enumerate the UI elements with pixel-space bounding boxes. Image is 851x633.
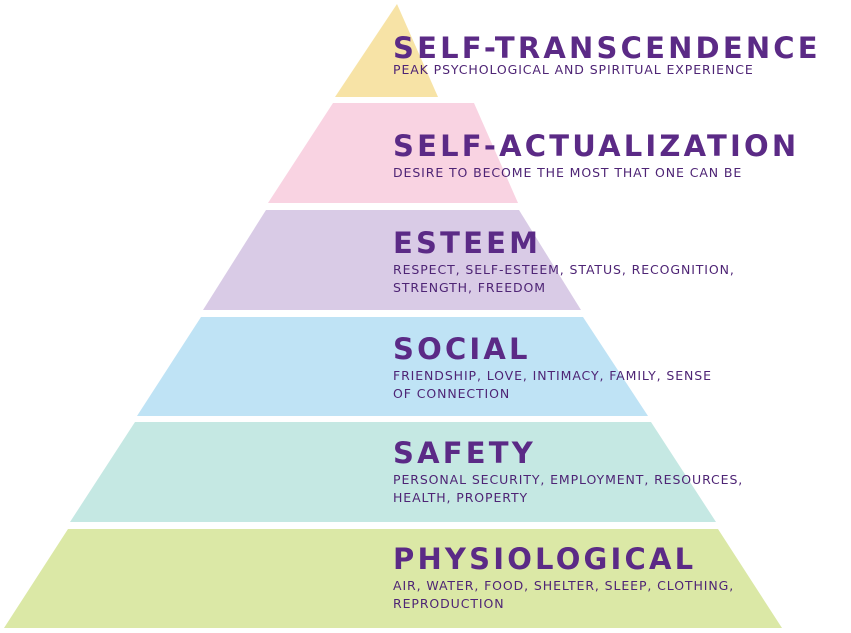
tier-description-line: AIR, WATER, FOOD, SHELTER, SLEEP, CLOTHI… (393, 578, 735, 593)
tier-description-line: FRIENDSHIP, LOVE, INTIMACY, FAMILY, SENS… (393, 368, 712, 383)
tier-band-self-transcendence (335, 4, 438, 97)
tier-self-transcendence: SELF-TRANSCENDENCE PEAK PSYCHOLOGICAL AN… (393, 33, 821, 80)
tier-description-line: STRENGTH, FREEDOM (393, 280, 546, 295)
tier-title: SAFETY (393, 436, 536, 470)
tier-description-line: DESIRE TO BECOME THE MOST THAT ONE CAN B… (393, 165, 743, 180)
tier-title: SOCIAL (393, 332, 531, 366)
tier-safety: SAFETY PERSONAL SECURITY, EMPLOYMENT, RE… (393, 438, 743, 508)
tier-description-line: RESPECT, SELF-ESTEEM, STATUS, RECOGNITIO… (393, 262, 735, 277)
tier-band-social (137, 317, 648, 416)
tier-band-self-actualization (268, 103, 518, 203)
tier-self-actualization: SELF-ACTUALIZATION DESIRE TO BECOME THE … (393, 131, 799, 183)
tier-band-esteem (203, 210, 581, 310)
tier-social: SOCIAL FRIENDSHIP, LOVE, INTIMACY, FAMIL… (393, 334, 712, 404)
tier-description-line: OF CONNECTION (393, 386, 511, 401)
tier-description-line: HEALTH, PROPERTY (393, 490, 529, 505)
tier-title: ESTEEM (393, 226, 542, 260)
tier-esteem: ESTEEM RESPECT, SELF-ESTEEM, STATUS, REC… (393, 228, 735, 298)
tier-description-line: PERSONAL SECURITY, EMPLOYMENT, RESOURCES… (393, 472, 744, 487)
tier-title: SELF-TRANSCENDENCE (393, 31, 821, 65)
tier-description-line: REPRODUCTION (393, 596, 505, 611)
tier-physiological: PHYSIOLOGICAL AIR, WATER, FOOD, SHELTER,… (393, 544, 734, 614)
tier-title: PHYSIOLOGICAL (393, 542, 697, 576)
tier-title: SELF-ACTUALIZATION (393, 129, 800, 163)
tier-band-safety (70, 422, 716, 522)
tier-description-line: PEAK PSYCHOLOGICAL AND SPIRITUAL EXPERIE… (393, 62, 754, 77)
tier-band-physiological (4, 529, 782, 628)
